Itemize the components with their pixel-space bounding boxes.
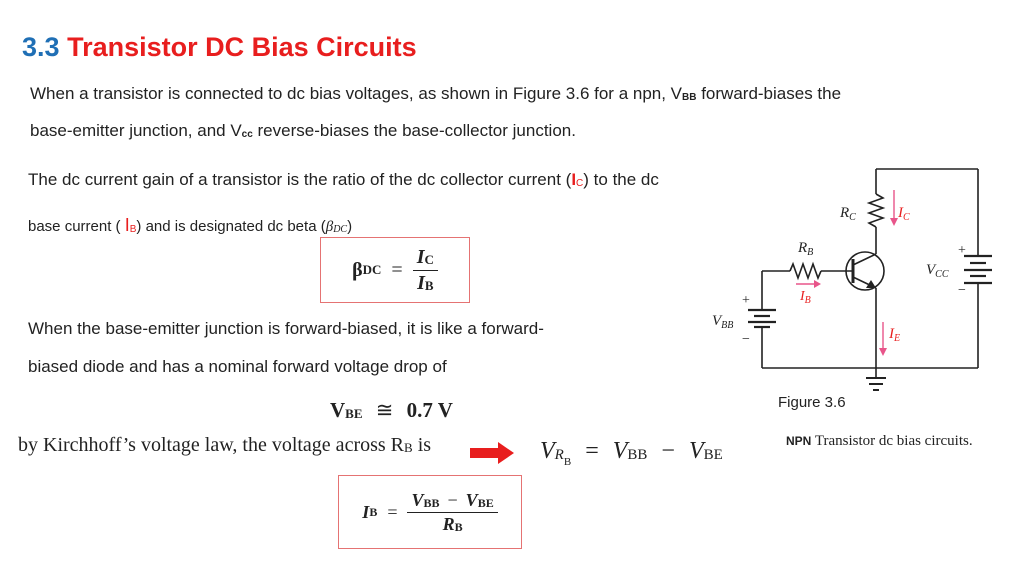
forward-line-1: When the base-emitter junction is forwar… [28,319,544,338]
section-title: Transistor DC Bias Circuits [67,32,417,62]
rb-resistor [789,261,822,281]
ib-label: IB [799,289,811,306]
vcc-minus: − [958,283,966,298]
transistor-collector [852,253,877,266]
intro-line-2: base-emitter junction, and Vcc reverse-b… [30,121,576,140]
ic-label: IC [897,205,910,223]
transistor-circle [845,251,885,291]
rc-resistor [866,193,886,228]
figure-caption: NPN Transistor dc bias circuits. [786,433,973,449]
vbb-label: VBB [712,313,733,331]
emitter-arrowhead [866,280,876,288]
section-number: 3.3 [22,32,60,62]
ie-arrowhead [879,348,887,356]
kirchhoff-text: by Kirchhoff’s voltage law, the voltage … [18,434,432,456]
vbe-equation: VBE ≅ 0.7 V [330,398,453,422]
forward-line-2: biased diode and has a nominal forward v… [28,357,447,376]
vbb-minus: − [742,332,750,347]
ib-arrowhead [814,280,821,288]
gain-line-1: The dc current gain of a transistor is t… [28,170,659,189]
ib-fraction: VBB−VBE RB [407,490,498,535]
rb-label: RB [797,240,813,258]
npn-bias-circuit-diagram: RC IC RB IB VCC + − VBB + − IE [712,168,992,391]
vrb-equation: VRB = VBB − VBE [540,438,723,468]
ic-arrowhead [890,218,898,226]
vcc-plus: + [958,243,966,258]
beta-fraction: IC IB [412,246,438,295]
rc-label: RC [839,205,856,223]
right-arrow-icon [470,442,514,464]
gain-line-2: base current ( IB) and is designated dc … [28,215,353,235]
vbb-plus: + [742,293,750,308]
page-title: 3.3 Transistor DC Bias Circuits [22,32,417,63]
vcc-label: VCC [926,262,949,280]
intro-line-1: When a transistor is connected to dc bia… [30,84,842,103]
ie-label: IE [888,326,900,344]
figure-label: Figure 3.6 [778,394,846,411]
